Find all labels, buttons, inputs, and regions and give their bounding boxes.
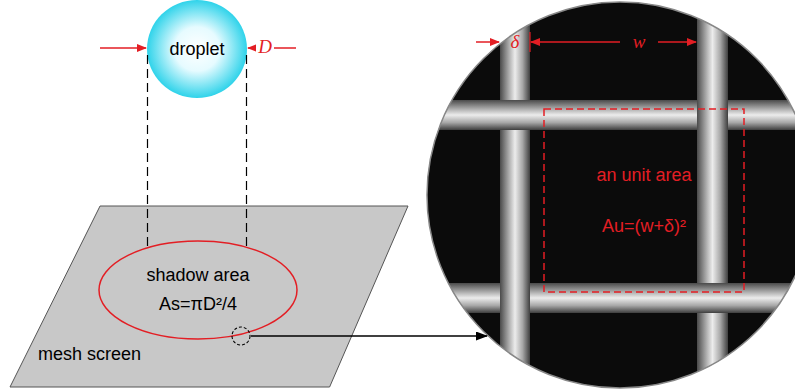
node-formula: As=πD²/4 xyxy=(159,294,237,315)
mesh-plane: mesh screen shadow areaAs=πD²/4 xyxy=(8,205,410,388)
node-formula: Au=(w+δ)² xyxy=(602,216,686,237)
dimension-label: D xyxy=(256,37,274,58)
woven-wires xyxy=(420,0,795,391)
projection-line xyxy=(147,55,148,247)
shadow-ellipse: shadow areaAs=πD²/4 xyxy=(98,240,298,340)
zoom-arrow xyxy=(251,335,487,336)
node-title: an unit area xyxy=(596,165,691,186)
unit-area-box: an unit areaAu=(w+δ)² xyxy=(543,108,745,293)
dimension-arrow xyxy=(476,41,499,43)
rect-outline xyxy=(543,108,745,293)
dimension-label: δ xyxy=(509,32,522,53)
sem-background xyxy=(427,2,795,388)
ellipse-outline xyxy=(98,240,298,340)
magnifier-outline xyxy=(427,2,795,388)
node-title: droplet xyxy=(169,39,224,60)
dimension-arrow xyxy=(658,41,696,43)
zoom-spot xyxy=(232,327,250,345)
dimension-tick xyxy=(529,32,530,52)
dimension-label: w xyxy=(631,32,648,53)
dimension-arrow xyxy=(531,41,620,43)
droplet-circle: droplet xyxy=(147,0,247,98)
node-title: shadow area xyxy=(146,265,249,286)
node-title: mesh screen xyxy=(38,344,141,365)
dimension-arrow xyxy=(100,47,146,49)
projection-line xyxy=(246,55,247,246)
